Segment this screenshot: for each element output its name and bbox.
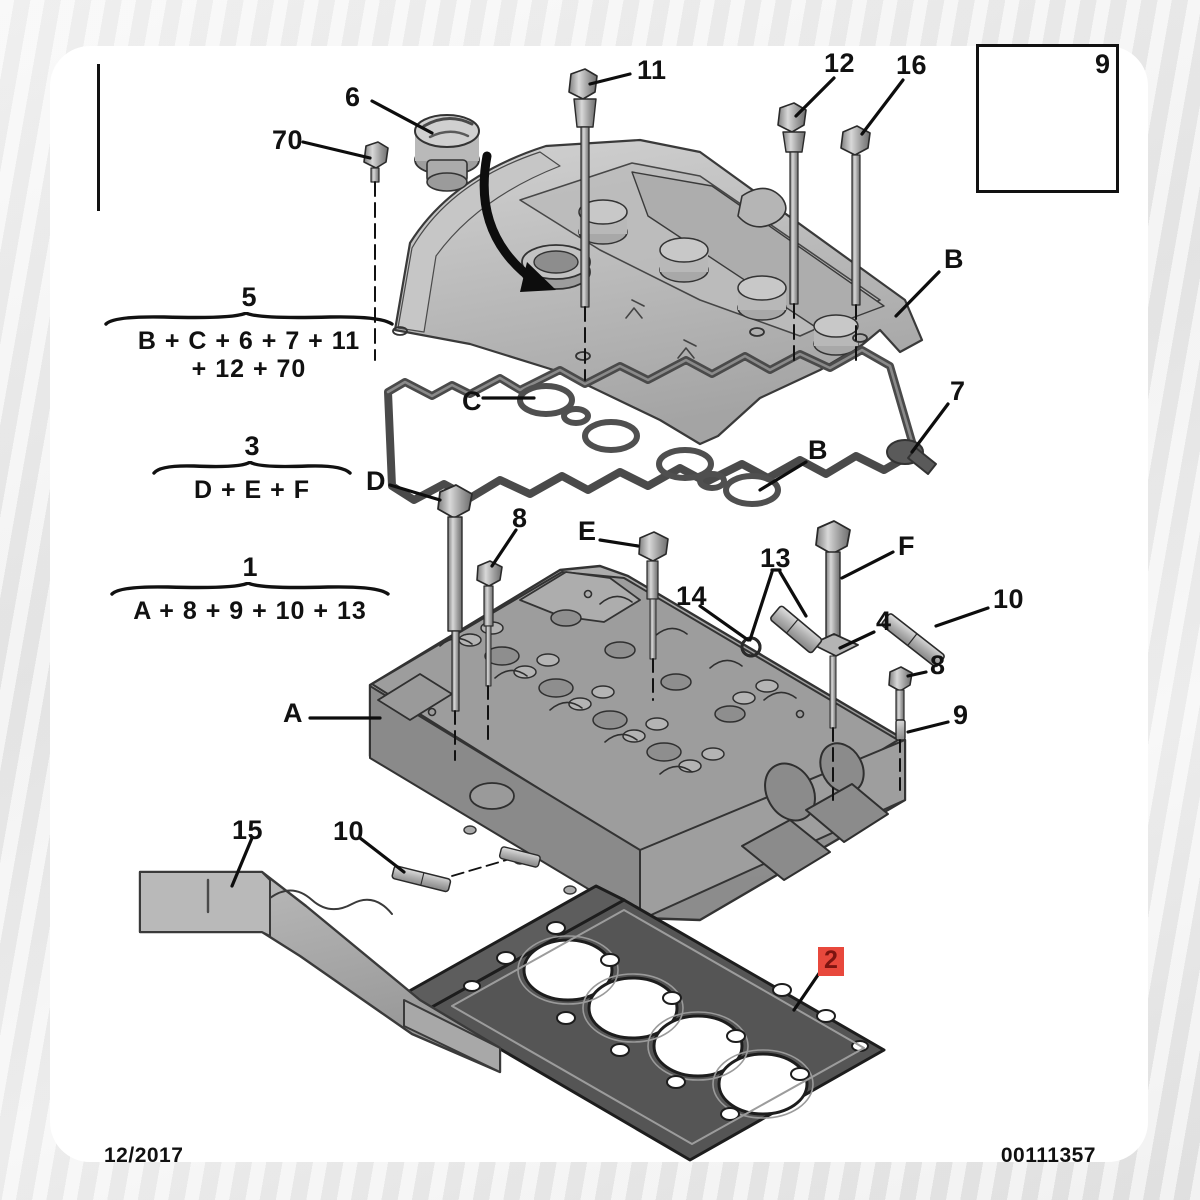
bolt-8-right [888, 666, 913, 721]
gasket-corner-lug [886, 439, 937, 475]
leader-lines [230, 72, 990, 1012]
callout-label-d-c-D[interactable]: D [366, 466, 386, 496]
callout-label-a-c-A[interactable]: A [283, 698, 303, 728]
callout-label-16-c-16[interactable]: 16 [896, 50, 928, 80]
callout-label-12-c-12[interactable]: 12 [824, 48, 856, 78]
callout-label-2-highlighted[interactable]: 2 [818, 947, 845, 976]
bolt-70 [363, 141, 389, 361]
callout-label-8-c-8b[interactable]: 8 [930, 650, 946, 680]
footer-code: 00111357 [1000, 1144, 1096, 1167]
cylinder-head-casting-part [368, 564, 907, 922]
dowel-pin-head-right [498, 846, 541, 868]
kit-legend-1: 1 A + 8 + 9 + 10 + 13 [110, 554, 390, 625]
kit-number: 1 [242, 552, 258, 582]
revision-change-bar [97, 64, 100, 211]
kit-brace [152, 461, 352, 476]
oil-cap-install-arrow [479, 151, 556, 292]
kit-formula: D + E + F [194, 476, 310, 504]
callout-label-c-c-C[interactable]: C [462, 386, 482, 416]
heat-shield-part [138, 870, 502, 1074]
kit-number: 5 [241, 282, 257, 312]
callout-label-4-c-4[interactable]: 4 [876, 606, 892, 636]
bolt-8-left [476, 560, 503, 741]
kit-formula: B + C + 6 + 7 + 11 + 12 + 70 [137, 327, 361, 383]
callout-label-7-c-7[interactable]: 7 [950, 376, 966, 406]
callout-label-b-c-B2[interactable]: B [808, 435, 828, 465]
callout-label-f-c-F[interactable]: F [898, 531, 915, 561]
kit-brace [104, 312, 394, 327]
callout-label-9-c-9r[interactable]: 9 [953, 700, 969, 730]
kit-number: 3 [244, 431, 260, 461]
bolt-11 [568, 68, 598, 381]
dowel-pin-10-right [881, 613, 945, 668]
callout-label-6-c-6[interactable]: 6 [345, 82, 361, 112]
head-gasket-part [402, 884, 886, 1162]
kit-formula: A + 8 + 9 + 10 + 13 [133, 597, 367, 625]
inset-part-number: 9 [1094, 49, 1110, 79]
dowel-9-right [895, 719, 906, 791]
callout-label-70-c-70[interactable]: 70 [272, 125, 304, 155]
inset-detail-box: 9 [976, 44, 1119, 193]
callout-label-10-c-10l[interactable]: 10 [333, 816, 365, 846]
valve-cover-gasket-highlight [386, 348, 917, 454]
kit-legend-3: 3 D + E + F [152, 433, 352, 504]
callout-label-14-c-14[interactable]: 14 [676, 581, 708, 611]
oil-filler-cap-part [414, 114, 480, 192]
kit-legend-5: 5 B + C + 6 + 7 + 11 + 12 + 70 [104, 284, 394, 383]
callout-label-e-c-E[interactable]: E [578, 516, 597, 546]
spark-plug-seal-rings [517, 383, 781, 507]
dowel-pin-10-left [391, 855, 521, 893]
callout-label-15-c-15[interactable]: 15 [232, 815, 264, 845]
footer-date: 12/2017 [104, 1144, 184, 1167]
callout-label-b-c-B1[interactable]: B [944, 244, 964, 274]
bolt-16 [840, 125, 871, 361]
callout-label-10-c-10r[interactable]: 10 [993, 584, 1025, 614]
head-bolt-F [811, 520, 859, 801]
callout-label-8-c-8a[interactable]: 8 [512, 503, 528, 533]
bolt-12 [777, 102, 807, 363]
callout-label-11-c-11[interactable]: 11 [637, 55, 667, 85]
kit-brace [110, 582, 390, 597]
head-bolt-E [638, 531, 669, 701]
head-bolt-D [437, 484, 473, 761]
callout-label-13-c-13[interactable]: 13 [760, 543, 792, 573]
